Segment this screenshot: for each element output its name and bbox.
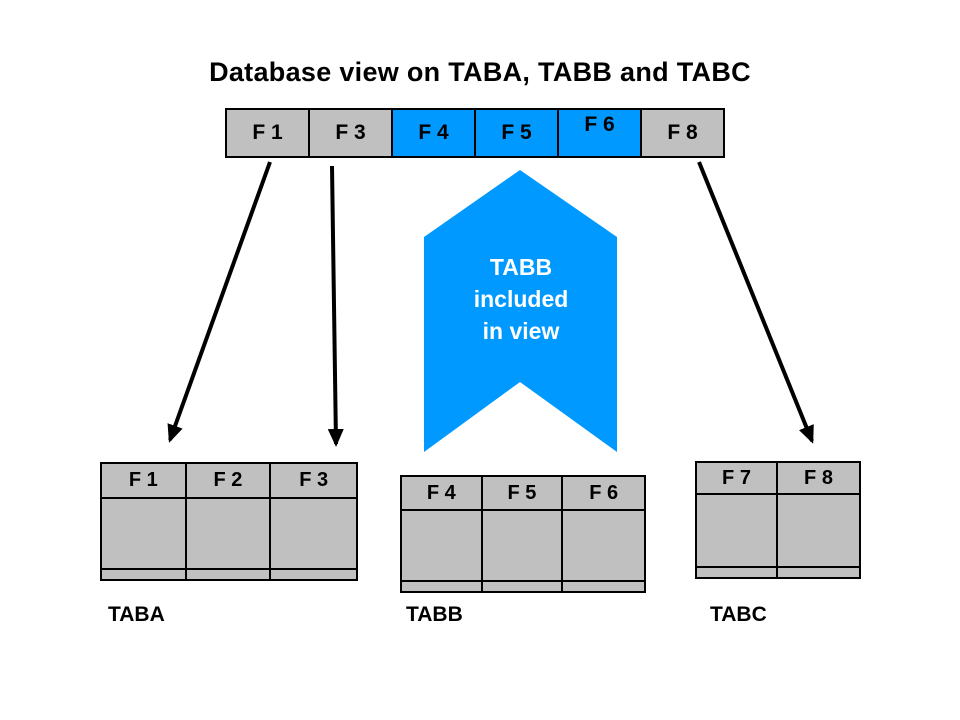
taba-empty-cell	[102, 570, 187, 579]
tabb-empty-cell	[482, 511, 564, 582]
view-field-row: F 1 F 3 F 4 F 5 F 6 F 8	[225, 108, 725, 158]
view-cell-label: F 5	[501, 121, 532, 144]
table-caption-tabb: TABB	[406, 603, 463, 626]
tabb-inclusion-label-line3: in view	[482, 318, 560, 344]
tabb-inclusion-label: TABB included in view	[425, 251, 617, 347]
taba-empty-cell	[187, 570, 272, 579]
view-cell-f3: F 3	[308, 108, 393, 158]
table-tabb: F 4 F 5 F 6	[400, 475, 646, 593]
table-tabc: F 7 F 8	[695, 461, 861, 579]
taba-header-f3: F 3	[271, 464, 356, 499]
tabc-empty-cell	[697, 568, 778, 577]
tabc-header-f7: F 7	[697, 463, 778, 495]
arrow-view-to-taba-f1	[167, 161, 272, 443]
tabb-empty-cell	[563, 582, 644, 591]
arrow-view-to-taba-f3	[327, 165, 344, 447]
taba-header-f2: F 2	[186, 464, 272, 499]
tabc-empty-cell	[778, 568, 859, 577]
view-cell-f6: F 6	[557, 108, 642, 158]
tabb-empty-cell	[483, 582, 564, 591]
tabc-header-f8: F 8	[778, 463, 859, 495]
taba-empty-cell	[102, 499, 187, 570]
view-cell-label: F 6	[584, 113, 615, 136]
slide-title: Database view on TABA, TABB and TABC	[209, 57, 751, 87]
table-caption-tabc: TABC	[710, 603, 767, 626]
view-cell-f4: F 4	[391, 108, 476, 158]
tabb-empty-cell	[402, 582, 483, 591]
taba-empty-cell	[271, 499, 356, 570]
tabc-empty-cell	[697, 495, 778, 568]
taba-empty-cell	[186, 499, 272, 570]
tabb-header-f6: F 6	[563, 477, 644, 511]
tabb-empty-cell	[563, 511, 644, 582]
view-cell-f5: F 5	[474, 108, 559, 158]
tabb-header-f4: F 4	[402, 477, 483, 511]
taba-empty-cell	[271, 570, 356, 579]
view-cell-label: F 3	[335, 121, 366, 144]
tabb-inclusion-label-line2: included	[473, 286, 569, 312]
table-caption-taba: TABA	[108, 603, 165, 626]
view-cell-f8: F 8	[640, 108, 725, 158]
taba-header-f1: F 1	[102, 464, 187, 499]
tabb-inclusion-label-line1: TABB	[489, 254, 553, 280]
tabc-empty-cell	[778, 495, 859, 568]
view-cell-label: F 4	[418, 121, 449, 144]
view-cell-label: F 1	[252, 121, 283, 144]
tabb-header-f5: F 5	[482, 477, 564, 511]
tabb-empty-cell	[402, 511, 483, 582]
arrow-view-to-tabc-f8	[697, 161, 814, 444]
view-cell-label: F 8	[667, 121, 698, 144]
table-taba: F 1 F 2 F 3	[100, 462, 358, 581]
view-cell-f1: F 1	[225, 108, 310, 158]
